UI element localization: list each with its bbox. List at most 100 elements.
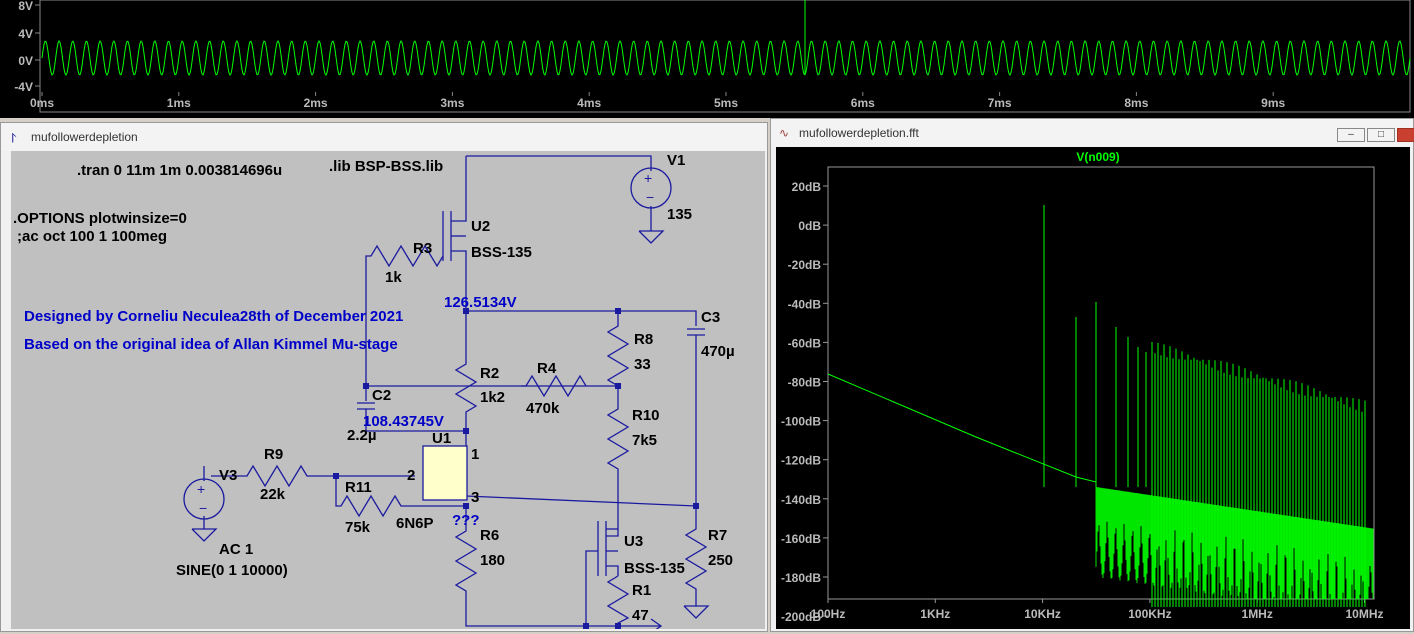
r10-value: 7k5 — [632, 432, 657, 449]
fft-x-tick: 100Hz — [811, 607, 846, 621]
schematic-titlebar[interactable]: ⨡ mufollowerdepletion — [1, 123, 767, 151]
c3-name: C3 — [701, 309, 720, 326]
svg-text:+: + — [644, 170, 652, 186]
r1-name: R1 — [632, 582, 651, 599]
fft-plot[interactable]: V(n009) 20dB0dB-20dB-40dB-60dB-80dB-100d… — [776, 147, 1410, 629]
waveform-y-tick: 8V — [18, 0, 33, 13]
r3-name: R3 — [413, 240, 432, 257]
schematic-drawing[interactable]: + − + − .tran 0 11m 1 — [11, 151, 765, 634]
options-directive: .OPTIONS plotwinsize=0 — [13, 210, 187, 227]
waveform-x-tick: 5ms — [714, 96, 738, 110]
u2-name: U2 — [471, 218, 490, 235]
waveform-x-tick: 1ms — [167, 96, 191, 110]
schematic-title: mufollowerdepletion — [31, 130, 138, 144]
schematic-wires — [203, 155, 708, 634]
r11-value: 75k — [345, 519, 371, 536]
r2-value: 1k2 — [480, 389, 505, 406]
fft-x-tick: 1MHz — [1242, 607, 1273, 621]
fft-y-tick: -60dB — [788, 336, 822, 350]
fft-x-tick: 10MHz — [1345, 607, 1383, 621]
fft-y-tick: -40dB — [788, 297, 822, 311]
waveform-x-tick: 7ms — [988, 96, 1012, 110]
r6-value: 180 — [480, 552, 505, 569]
r2-name: R2 — [480, 365, 499, 382]
c3-value: 470µ — [701, 343, 735, 360]
waveform-x-tick: 0ms — [30, 96, 54, 110]
ac-directive: ;ac oct 100 1 100meg — [17, 228, 167, 245]
fft-y-tick: -180dB — [781, 571, 821, 585]
fft-trace-label: V(n009) — [1076, 150, 1119, 164]
waveform-x-tick: 4ms — [577, 96, 601, 110]
waveform-x-tick: 6ms — [851, 96, 875, 110]
fft-app-icon: ∿ — [779, 126, 790, 140]
v3-name: V3 — [219, 467, 237, 484]
ground-symbols — [191, 230, 710, 619]
fft-y-tick: 20dB — [792, 180, 822, 194]
maximize-button[interactable]: □ — [1367, 128, 1395, 142]
r6-name: R6 — [480, 527, 499, 544]
u1-tube-symbol — [422, 445, 468, 501]
v3-ac: AC 1 — [219, 541, 253, 558]
v3-sine: SINE(0 1 10000) — [176, 562, 288, 579]
v1-value: 135 — [667, 206, 692, 223]
fft-y-tick: -100dB — [781, 415, 821, 429]
tran-directive: .tran 0 11m 1m 0.003814696u — [77, 162, 282, 179]
u1-pin3: 3 — [471, 489, 479, 506]
fft-y-tick: -200dB — [781, 610, 821, 624]
r9-name: R9 — [264, 446, 283, 463]
svg-text:−: − — [199, 500, 207, 516]
r7-name: R7 — [708, 527, 727, 544]
u3-value: BSS-135 — [624, 560, 685, 577]
fft-x-tick: 100KHz — [1128, 607, 1171, 621]
fft-y-tick: -120dB — [781, 454, 821, 468]
svg-text:−: − — [646, 189, 654, 205]
voltage-sources: + − + − — [183, 167, 672, 520]
fft-y-tick: -20dB — [788, 258, 822, 272]
r1-value: 47 — [632, 607, 649, 624]
minimize-button[interactable]: – — [1337, 128, 1365, 142]
fft-title: mufollowerdepletion.fft — [799, 126, 919, 140]
fft-y-tick: -160dB — [781, 532, 821, 546]
waveform-x-tick: 8ms — [1124, 96, 1148, 110]
r10-name: R10 — [632, 407, 660, 424]
u2-value: BSS-135 — [471, 244, 532, 261]
r9-value: 22k — [260, 486, 286, 503]
fft-y-tick: 0dB — [798, 219, 821, 233]
origin-note: Based on the original idea of Allan Kimm… — [24, 336, 398, 353]
waveform-y-tick: 0V — [18, 54, 33, 68]
fft-y-tick: -140dB — [781, 493, 821, 507]
v1-name: V1 — [667, 152, 685, 169]
fft-titlebar[interactable]: ∿ mufollowerdepletion.fft – □ — [771, 119, 1414, 147]
close-button[interactable] — [1397, 128, 1414, 142]
fft-window[interactable]: ∿ mufollowerdepletion.fft – □ V(n009) 20… — [770, 118, 1414, 632]
node-voltage-unknown: ??? — [452, 512, 480, 529]
fft-x-tick: 1KHz — [920, 607, 950, 621]
waveform-x-tick: 3ms — [440, 96, 464, 110]
waveform-y-tick: -4V — [14, 80, 33, 94]
c2-value: 2.2µ — [347, 427, 377, 444]
node-voltage-108: 108.43745V — [363, 413, 444, 430]
svg-text:+: + — [197, 481, 205, 497]
u1-value: 6N6P — [396, 515, 434, 532]
schematic-app-icon: ⨡ — [11, 130, 17, 145]
fft-x-tick: 10KHz — [1024, 607, 1061, 621]
u1-pin1: 1 — [471, 446, 479, 463]
r4-name: R4 — [537, 360, 557, 377]
r11-name: R11 — [345, 479, 372, 496]
node-voltage-126: 126.5134V — [444, 294, 517, 311]
designer-note: Designed by Corneliu Neculea28th of Dece… — [24, 308, 403, 325]
schematic-canvas[interactable]: + − + − .tran 0 11m 1 — [11, 151, 765, 634]
lib-directive: .lib BSP-BSS.lib — [329, 158, 443, 175]
r4-value: 470k — [526, 400, 560, 417]
c2-name: C2 — [372, 387, 391, 404]
u3-name: U3 — [624, 533, 643, 550]
u1-pin2: 2 — [407, 467, 415, 484]
u1-name: U1 — [432, 430, 451, 447]
waveform-x-tick: 9ms — [1261, 96, 1285, 110]
waveform-trace — [41, 39, 1411, 77]
r7-value: 250 — [708, 552, 733, 569]
schematic-window[interactable]: ⨡ mufollowerdepletion — [0, 122, 768, 634]
